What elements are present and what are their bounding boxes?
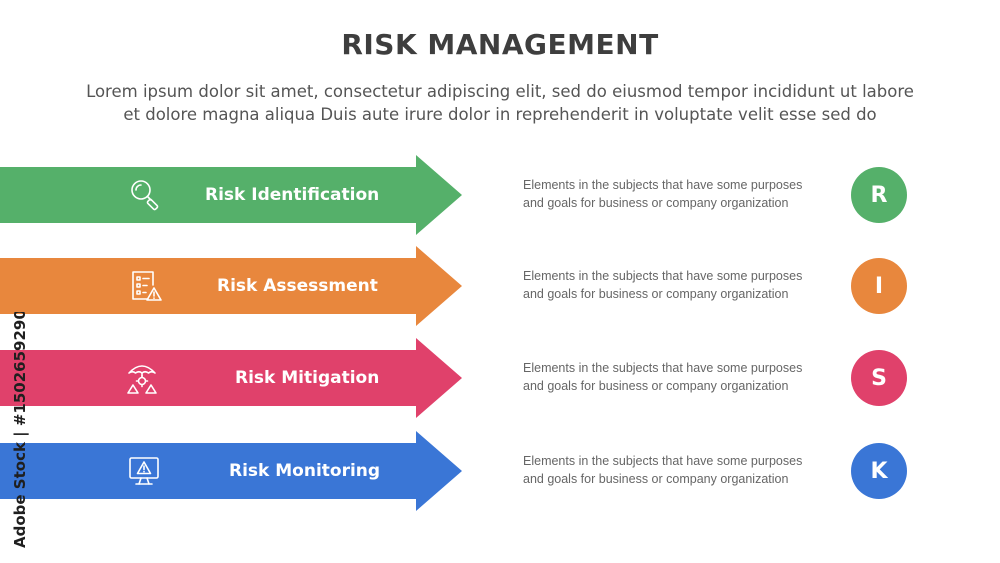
step-row-identification: Risk Identification Elements in the subj… xyxy=(0,155,1000,235)
stock-id-watermark: Adobe Stock | #1502659290 xyxy=(11,312,30,548)
checklist-warning-icon xyxy=(132,271,162,301)
description-line: and goals for business or company organi… xyxy=(523,472,789,486)
description-line: Elements in the subjects that have some … xyxy=(523,454,803,468)
step-row-assessment: Risk Assessment Elements in the subjects… xyxy=(0,246,1000,326)
step-arrow xyxy=(0,246,462,326)
subtitle-line-1: Lorem ipsum dolor sit amet, consectetur … xyxy=(86,82,914,101)
step-description: Elements in the subjects that have some … xyxy=(523,176,833,212)
letter-badge: R xyxy=(851,167,907,223)
step-description: Elements in the subjects that have some … xyxy=(523,452,833,488)
letter-badge: I xyxy=(851,258,907,314)
umbrella-shield-icon xyxy=(127,365,157,394)
description-line: and goals for business or company organi… xyxy=(523,379,789,393)
description-line: and goals for business or company organi… xyxy=(523,196,789,210)
step-row-monitoring: Risk Monitoring Elements in the subjects… xyxy=(0,431,1000,511)
step-arrow xyxy=(0,431,462,511)
page-title: RISK MANAGEMENT xyxy=(341,28,659,61)
step-arrow xyxy=(0,338,462,418)
monitor-warning-icon xyxy=(129,457,159,485)
step-arrow xyxy=(0,155,462,235)
description-line: Elements in the subjects that have some … xyxy=(523,178,803,192)
description-line: Elements in the subjects that have some … xyxy=(523,269,803,283)
magnifier-icon xyxy=(131,180,159,211)
step-label: Risk Identification xyxy=(205,185,380,205)
letter-badge: S xyxy=(851,350,907,406)
page-subtitle: Lorem ipsum dolor sit amet, consectetur … xyxy=(40,80,960,126)
letter-badge: K xyxy=(851,443,907,499)
step-label: Risk Monitoring xyxy=(229,461,381,481)
step-label: Risk Mitigation xyxy=(235,368,380,388)
stock-id-text: Adobe Stock | #1502659290 xyxy=(11,312,30,548)
step-description: Elements in the subjects that have some … xyxy=(523,359,833,395)
description-line: Elements in the subjects that have some … xyxy=(523,361,803,375)
step-row-mitigation: Risk Mitigation Elements in the subjects… xyxy=(0,338,1000,418)
subtitle-line-2: et dolore magna aliqua Duis aute irure d… xyxy=(123,105,877,124)
step-label: Risk Assessment xyxy=(217,276,378,296)
step-description: Elements in the subjects that have some … xyxy=(523,267,833,303)
description-line: and goals for business or company organi… xyxy=(523,287,789,301)
